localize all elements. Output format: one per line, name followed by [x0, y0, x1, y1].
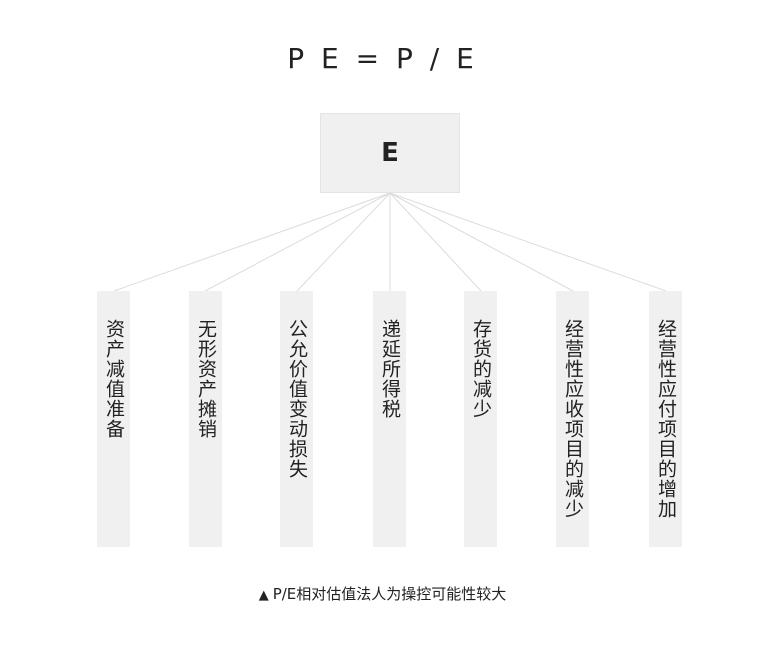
leaf-node-label: 经营性应收项目的减少: [562, 319, 584, 519]
leaf-node-asset-impairment: 资产减值准备: [97, 291, 130, 547]
leaf-node-inventory-decrease: 存货的减少: [464, 291, 497, 547]
leaf-node-fair-value-loss: 公允价值变动损失: [280, 291, 313, 547]
leaf-node-label: 经营性应付项目的增加: [655, 319, 677, 519]
leaf-node-operating-receivables-decrease: 经营性应收项目的减少: [556, 291, 589, 547]
caption: ▲P/E相对估值法人为操控可能性较大: [0, 583, 765, 604]
diagram-title: P E = P / E: [287, 42, 478, 75]
root-node-label: E: [381, 138, 399, 168]
leaf-node-label: 无形资产摊销: [195, 319, 217, 439]
connector-line: [113, 192, 391, 292]
caption-text: P/E相对估值法人为操控可能性较大: [272, 585, 507, 603]
connector-line: [389, 192, 482, 292]
leaf-node-label: 递延所得税: [379, 319, 401, 419]
connector-line: [204, 192, 391, 292]
triangle-icon: ▲: [258, 588, 269, 603]
leaf-node-label: 存货的减少: [470, 319, 492, 419]
connector-line: [389, 192, 667, 292]
connector-line: [296, 192, 391, 292]
leaf-node-deferred-tax: 递延所得税: [373, 291, 406, 547]
leaf-node-label: 资产减值准备: [103, 319, 125, 439]
connector-line: [389, 192, 574, 292]
leaf-node-intangible-amortization: 无形资产摊销: [189, 291, 222, 547]
root-node-e: E: [320, 113, 460, 193]
leaf-node-operating-payables-increase: 经营性应付项目的增加: [649, 291, 682, 547]
leaf-node-label: 公允价值变动损失: [286, 319, 308, 479]
